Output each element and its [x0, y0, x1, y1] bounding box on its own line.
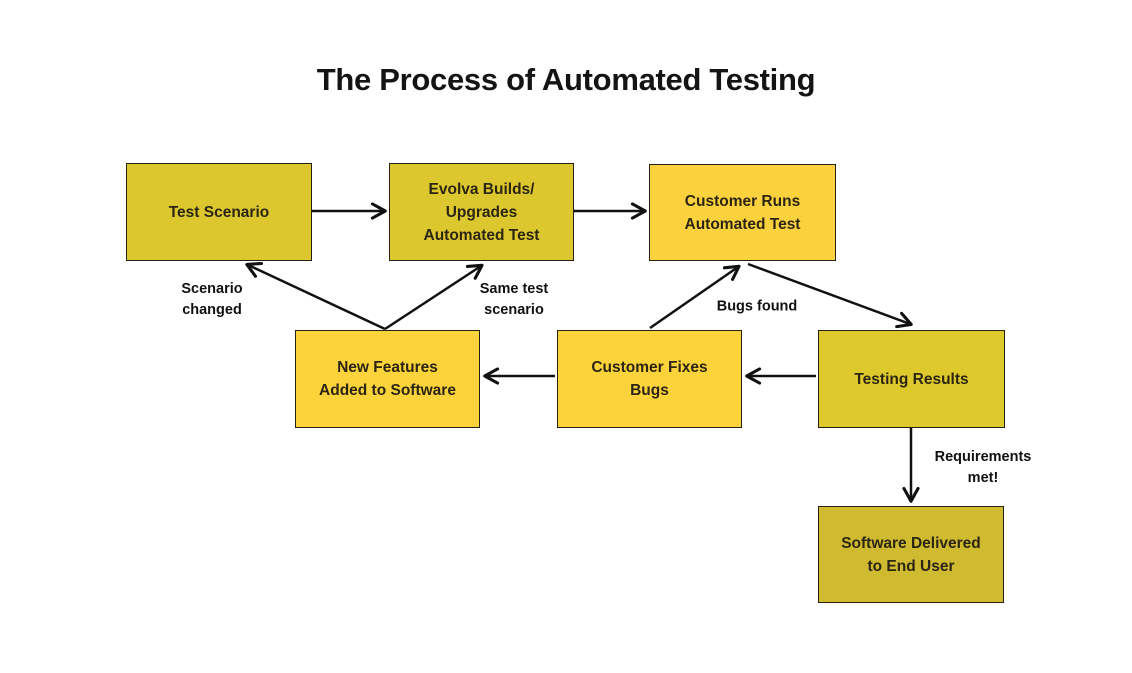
node-label: Testing Results	[854, 370, 969, 388]
arrow-new-features-to-evolva-builds	[384, 263, 484, 331]
edge-label-bugs-found: Bugs found	[716, 298, 798, 315]
node-test-scenario: Test Scenario	[126, 163, 312, 261]
arrow-new-features-to-test-scenario	[245, 261, 386, 331]
node-testing-results: Testing Results	[818, 330, 1005, 428]
page-title: The Process of Automated Testing	[316, 62, 816, 97]
node-label: Test Scenario	[168, 203, 270, 221]
